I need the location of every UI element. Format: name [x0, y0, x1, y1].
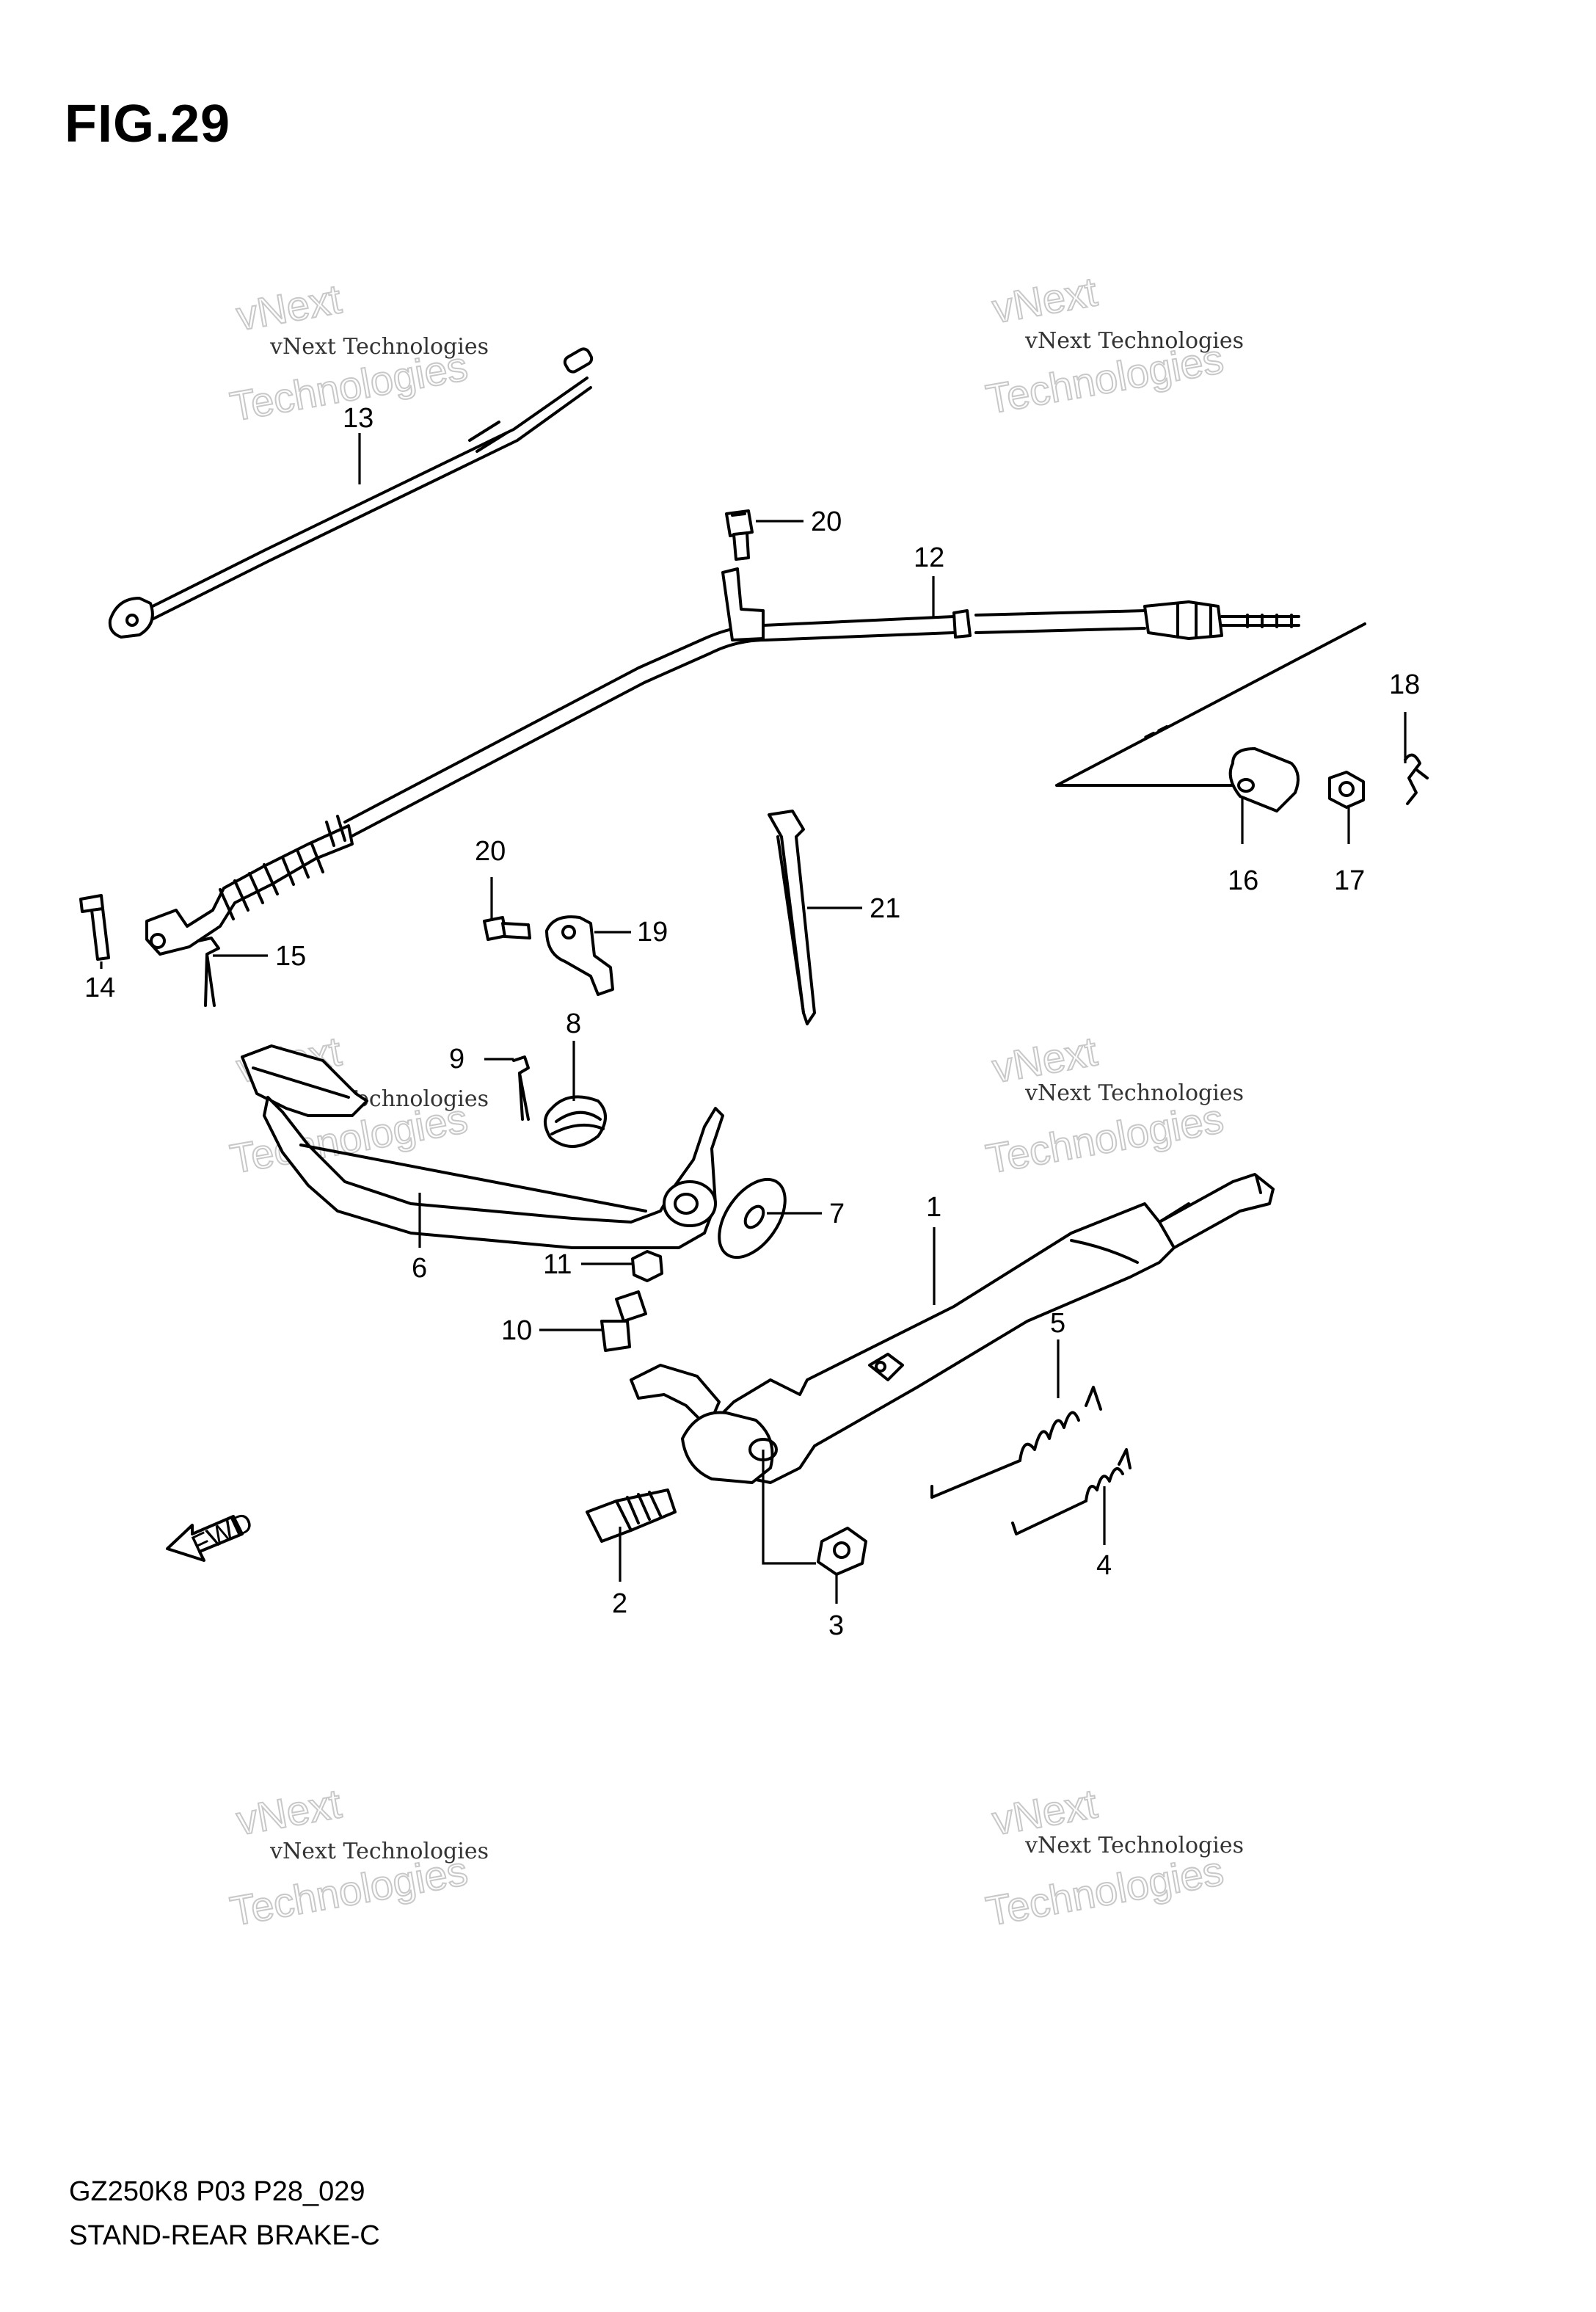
section-name: STAND-REAR BRAKE-C	[69, 2220, 380, 2251]
part-19-clamp	[545, 915, 614, 996]
callout-2: 2	[612, 1588, 627, 1619]
callout-21: 21	[870, 893, 900, 924]
part-3-nut	[817, 1527, 867, 1576]
watermark-label: vNext Technologies	[269, 1839, 489, 1864]
part-1-side-stand	[630, 1173, 1275, 1484]
figure-title: FIG.29	[65, 95, 231, 153]
part-20-bolt-lower	[483, 916, 531, 941]
watermark-word: Technologies	[983, 1095, 1227, 1182]
watermark-label: vNext Technologies	[1024, 328, 1244, 354]
watermark-brand: vNext	[989, 268, 1101, 332]
part-8-return-spring	[544, 1095, 607, 1148]
part-21-cable-tie	[768, 810, 816, 1025]
part-17-nut	[1328, 771, 1365, 809]
callout-20-lower: 20	[475, 836, 506, 867]
callout-15: 15	[275, 941, 306, 972]
part-13-cable	[108, 347, 594, 639]
callouts: 13 20 12 18 16 17 20 19 21 14 15 9 8 6 7…	[84, 403, 1420, 1641]
callout-11: 11	[543, 1249, 572, 1280]
callout-13: 13	[343, 403, 374, 434]
callout-6: 6	[412, 1253, 427, 1284]
part-7-washer	[718, 1177, 787, 1259]
callout-8: 8	[566, 1008, 581, 1039]
part-9-cotter-pin	[512, 1055, 530, 1121]
callout-1: 1	[926, 1192, 941, 1223]
model-code: GZ250K8 P03 P28_029	[69, 2176, 365, 2207]
leader-lines	[100, 433, 1407, 1604]
callout-18: 18	[1389, 669, 1420, 700]
part-4-spring	[1011, 1448, 1132, 1535]
fwd-badge: FWD	[166, 1507, 258, 1562]
watermark-brand: vNext	[233, 1780, 345, 1844]
watermark-label: vNext Technologies	[1024, 1080, 1244, 1106]
fwd-arrow-icon	[166, 1515, 244, 1562]
watermark-label: vNext Technologies	[1024, 1833, 1244, 1858]
callout-20-upper: 20	[811, 506, 842, 537]
part-15-cotter-pin	[197, 937, 220, 1007]
callout-17: 17	[1334, 865, 1365, 896]
fwd-label: FWD	[187, 1507, 258, 1562]
callout-4: 4	[1096, 1550, 1112, 1581]
callout-7: 7	[829, 1199, 845, 1229]
callout-12: 12	[914, 542, 944, 573]
part-16-joint	[1055, 622, 1366, 813]
watermark-brand: vNext	[233, 275, 345, 339]
part-14-clevis-pin	[79, 894, 110, 961]
callout-10: 10	[501, 1315, 532, 1346]
callout-3: 3	[828, 1610, 844, 1641]
callout-19: 19	[637, 917, 668, 948]
watermark-label: vNext Technologies	[269, 334, 489, 360]
part-18-clip	[1404, 753, 1429, 805]
part-11-nut	[631, 1250, 663, 1282]
part-20-bolt-upper	[725, 509, 754, 561]
callout-14: 14	[84, 973, 115, 1003]
watermark-word: Technologies	[983, 1847, 1227, 1935]
part-5-spring	[930, 1386, 1102, 1499]
callout-9: 9	[449, 1044, 464, 1075]
callout-5: 5	[1050, 1308, 1065, 1339]
part-12-brake-cable	[145, 567, 1300, 956]
callout-16: 16	[1228, 865, 1258, 896]
part-6-brake-pedal	[241, 1044, 724, 1249]
part-10-bolt	[600, 1290, 647, 1352]
part-2-bolt	[586, 1488, 677, 1543]
